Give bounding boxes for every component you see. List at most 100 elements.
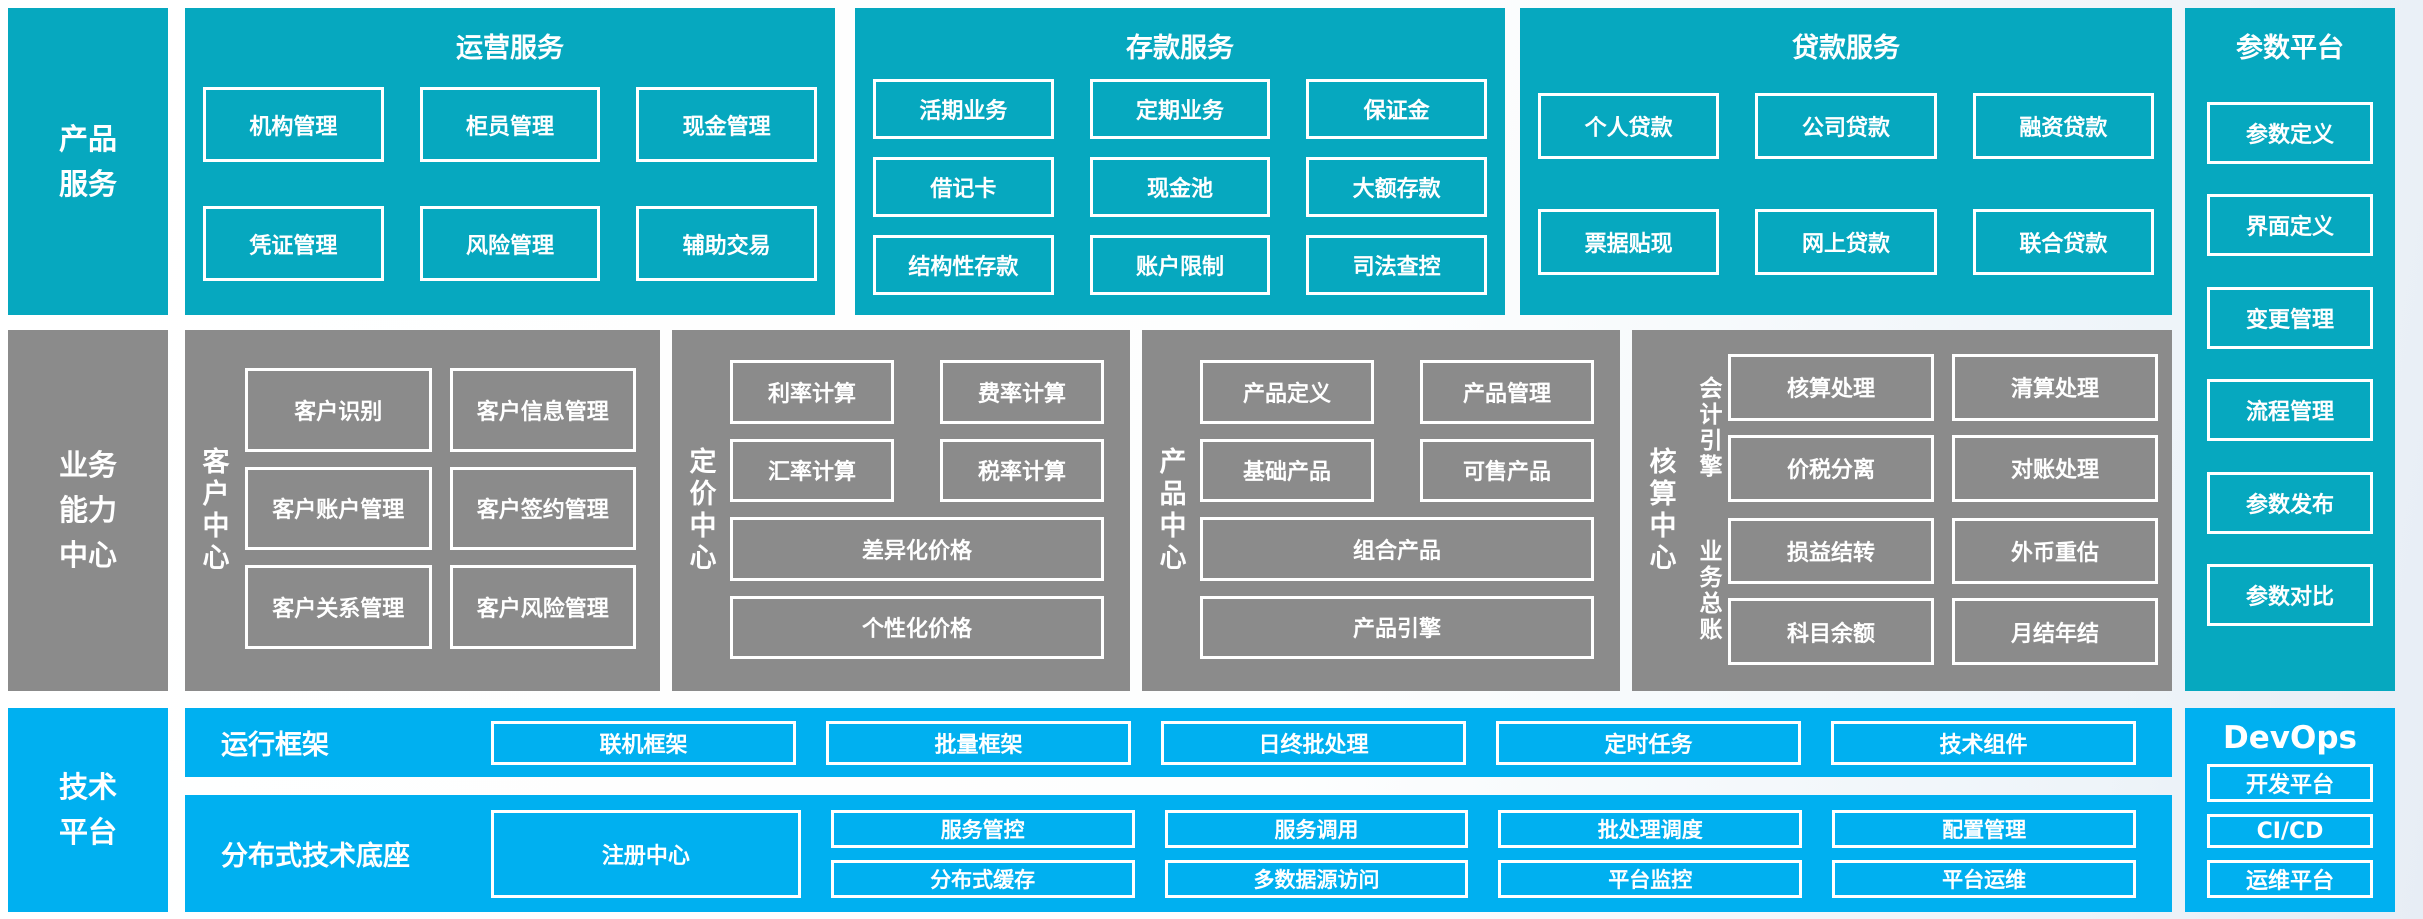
parameter-platform-stack: 参数定义 界面定义 变更管理 流程管理 参数发布 参数对比 xyxy=(2185,65,2395,691)
panel-title-operation: 运营服务 xyxy=(456,33,564,64)
accounting-engine-grid: 核算处理 清算处理 价税分离 对账处理 xyxy=(1728,354,2158,502)
diagram-box: 活期业务 xyxy=(873,79,1054,139)
diagram-box: 开发平台 xyxy=(2207,764,2373,802)
panel-runtime-framework: 运行框架 联机框架 批量框架 日终批处理 定时任务 技术组件 xyxy=(185,708,2172,777)
diagram-box: 注册中心 xyxy=(491,809,801,898)
diagram-box: 个性化价格 xyxy=(730,595,1104,659)
diagram-box: 配置管理 xyxy=(1832,809,2136,848)
diagram-box: 损益结转 xyxy=(1728,517,1934,585)
diagram-box: 汇率计算 xyxy=(730,438,894,502)
diagram-box: 批量框架 xyxy=(826,720,1131,765)
diagram-box: 公司贷款 xyxy=(1755,93,1937,159)
panel-title-loan: 贷款服务 xyxy=(1792,33,1900,64)
customer-grid: 客户识别 客户信息管理 客户账户管理 客户签约管理 客户关系管理 客户风险管理 xyxy=(245,368,636,649)
panel-title-parameter-platform: 参数平台 xyxy=(2236,33,2344,64)
diagram-box: 平台运维 xyxy=(1832,859,2136,898)
diagram-box: 账户限制 xyxy=(1089,235,1271,295)
accounting-groups: 会计引擎 核算处理 清算处理 价税分离 对账处理 业务总账 损益结转 外币重估 … xyxy=(1688,354,2158,665)
diagram-box: 借记卡 xyxy=(873,157,1054,217)
accounting-center-label: 核算中心 xyxy=(1644,446,1676,575)
diagram-box: 平台监控 xyxy=(1498,859,1803,898)
devops-title: DevOps xyxy=(2223,720,2357,756)
diagram-box: 科目余额 xyxy=(1728,598,1934,665)
customer-center-label: 客户中心 xyxy=(197,446,229,575)
sidebar-business-capability-center: 业务 能力 中心 xyxy=(8,330,168,691)
diagram-box: 凭证管理 xyxy=(203,206,384,281)
panel-parameter-platform: 参数平台 参数定义 界面定义 变更管理 流程管理 参数发布 参数对比 xyxy=(2185,8,2395,691)
panel-title-deposit: 存款服务 xyxy=(1126,33,1234,64)
diagram-box: 月结年结 xyxy=(1952,598,2158,665)
distributed-column: 批处理调度 平台监控 xyxy=(1498,809,1803,898)
diagram-box: 流程管理 xyxy=(2207,379,2373,442)
diagram-box: 客户关系管理 xyxy=(245,565,432,649)
diagram-box: 批处理调度 xyxy=(1498,809,1803,848)
distributed-tech-base-label: 分布式技术底座 xyxy=(221,841,410,872)
accounting-engine-label: 会计引擎 xyxy=(1695,375,1721,480)
devops-stack: 开发平台 CI/CD 运维平台 xyxy=(2185,756,2395,912)
diagram-box: 对账处理 xyxy=(1952,434,2158,502)
panel-product-center: 产品中心 产品定义 产品管理 基础产品 可售产品 组合产品 产品引擎 xyxy=(1142,330,1620,691)
loan-grid: 个人贷款 公司贷款 融资贷款 票据贴现 网上贷款 联合贷款 xyxy=(1520,65,2172,315)
panel-loan-services: 贷款服务 个人贷款 公司贷款 融资贷款 票据贴现 网上贷款 联合贷款 xyxy=(1520,8,2172,315)
diagram-box: 变更管理 xyxy=(2207,286,2373,349)
operation-grid: 机构管理 柜员管理 现金管理 凭证管理 风险管理 辅助交易 xyxy=(185,65,835,315)
diagram-box: 客户识别 xyxy=(245,368,432,452)
diagram-box: 技术组件 xyxy=(1831,720,2136,765)
business-ledger-label: 业务总账 xyxy=(1695,539,1721,644)
diagram-box: 组合产品 xyxy=(1200,517,1594,581)
diagram-box: 风险管理 xyxy=(419,206,601,281)
panel-devops: DevOps 开发平台 CI/CD 运维平台 xyxy=(2185,708,2395,912)
diagram-box: 服务管控 xyxy=(830,809,1135,848)
product-center-label: 产品中心 xyxy=(1154,446,1186,575)
pricing-grid: 利率计算 费率计算 汇率计算 税率计算 差异化价格 个性化价格 xyxy=(730,360,1104,659)
diagram-box: 司法查控 xyxy=(1306,235,1487,295)
diagram-box: 服务调用 xyxy=(1164,809,1469,848)
diagram-box: 核算处理 xyxy=(1728,354,1934,421)
diagram-box: 定期业务 xyxy=(1089,79,1271,139)
diagram-box: 网上贷款 xyxy=(1755,209,1937,275)
distributed-column: 服务管控 分布式缓存 xyxy=(830,809,1135,898)
diagram-box: 融资贷款 xyxy=(1972,93,2154,159)
business-ledger-grid: 损益结转 外币重估 科目余额 月结年结 xyxy=(1728,517,2158,665)
diagram-box: 客户签约管理 xyxy=(449,466,636,551)
panel-customer-center: 客户中心 客户识别 客户信息管理 客户账户管理 客户签约管理 客户关系管理 客户… xyxy=(185,330,660,691)
panel-operation-services: 运营服务 机构管理 柜员管理 现金管理 凭证管理 风险管理 辅助交易 xyxy=(185,8,835,315)
diagram-box: 现金池 xyxy=(1089,157,1271,217)
diagram-box: 税率计算 xyxy=(940,438,1104,502)
panel-pricing-center: 定价中心 利率计算 费率计算 汇率计算 税率计算 差异化价格 个性化价格 xyxy=(672,330,1130,691)
diagram-box: 产品引擎 xyxy=(1200,595,1594,659)
diagram-box: 产品定义 xyxy=(1200,360,1374,424)
diagram-box: 清算处理 xyxy=(1952,354,2158,421)
diagram-box: 客户信息管理 xyxy=(449,368,636,452)
diagram-box: 大额存款 xyxy=(1306,157,1487,217)
diagram-box: CI/CD xyxy=(2207,814,2373,848)
diagram-box: 利率计算 xyxy=(730,360,894,424)
diagram-box: 分布式缓存 xyxy=(830,859,1135,898)
diagram-box: 可售产品 xyxy=(1420,438,1594,502)
diagram-box: 客户账户管理 xyxy=(245,466,432,551)
diagram-box: 产品管理 xyxy=(1420,360,1594,424)
diagram-box: 差异化价格 xyxy=(730,517,1104,581)
diagram-box: 辅助交易 xyxy=(636,206,817,281)
diagram-box: 价税分离 xyxy=(1728,434,1934,502)
diagram-box: 结构性存款 xyxy=(873,235,1054,295)
diagram-box: 现金管理 xyxy=(636,87,817,162)
diagram-box: 保证金 xyxy=(1306,79,1487,139)
panel-distributed-tech-base: 分布式技术底座 注册中心 服务管控 分布式缓存 服务调用 多数据源访问 批处理调… xyxy=(185,795,2172,912)
distributed-column: 配置管理 平台运维 xyxy=(1832,809,2136,898)
panel-deposit-services: 存款服务 活期业务 定期业务 保证金 借记卡 现金池 大额存款 结构性存款 账户… xyxy=(855,8,1505,315)
diagram-box: 界面定义 xyxy=(2207,194,2373,257)
product-grid: 产品定义 产品管理 基础产品 可售产品 组合产品 产品引擎 xyxy=(1200,360,1594,659)
sidebar-technology-platform: 技术 平台 xyxy=(8,708,168,912)
diagram-box: 外币重估 xyxy=(1952,517,2158,585)
diagram-box: 参数对比 xyxy=(2207,564,2373,627)
diagram-box: 联合贷款 xyxy=(1972,209,2154,275)
diagram-box: 参数定义 xyxy=(2207,101,2373,164)
diagram-box: 费率计算 xyxy=(940,360,1104,424)
deposit-grid: 活期业务 定期业务 保证金 借记卡 现金池 大额存款 结构性存款 账户限制 司法… xyxy=(855,65,1505,315)
diagram-box: 机构管理 xyxy=(203,87,384,162)
runtime-framework-label: 运行框架 xyxy=(221,730,329,761)
sidebar-product-services: 产品 服务 xyxy=(8,8,168,315)
diagram-box: 多数据源访问 xyxy=(1164,859,1469,898)
distributed-column: 服务调用 多数据源访问 xyxy=(1164,809,1469,898)
